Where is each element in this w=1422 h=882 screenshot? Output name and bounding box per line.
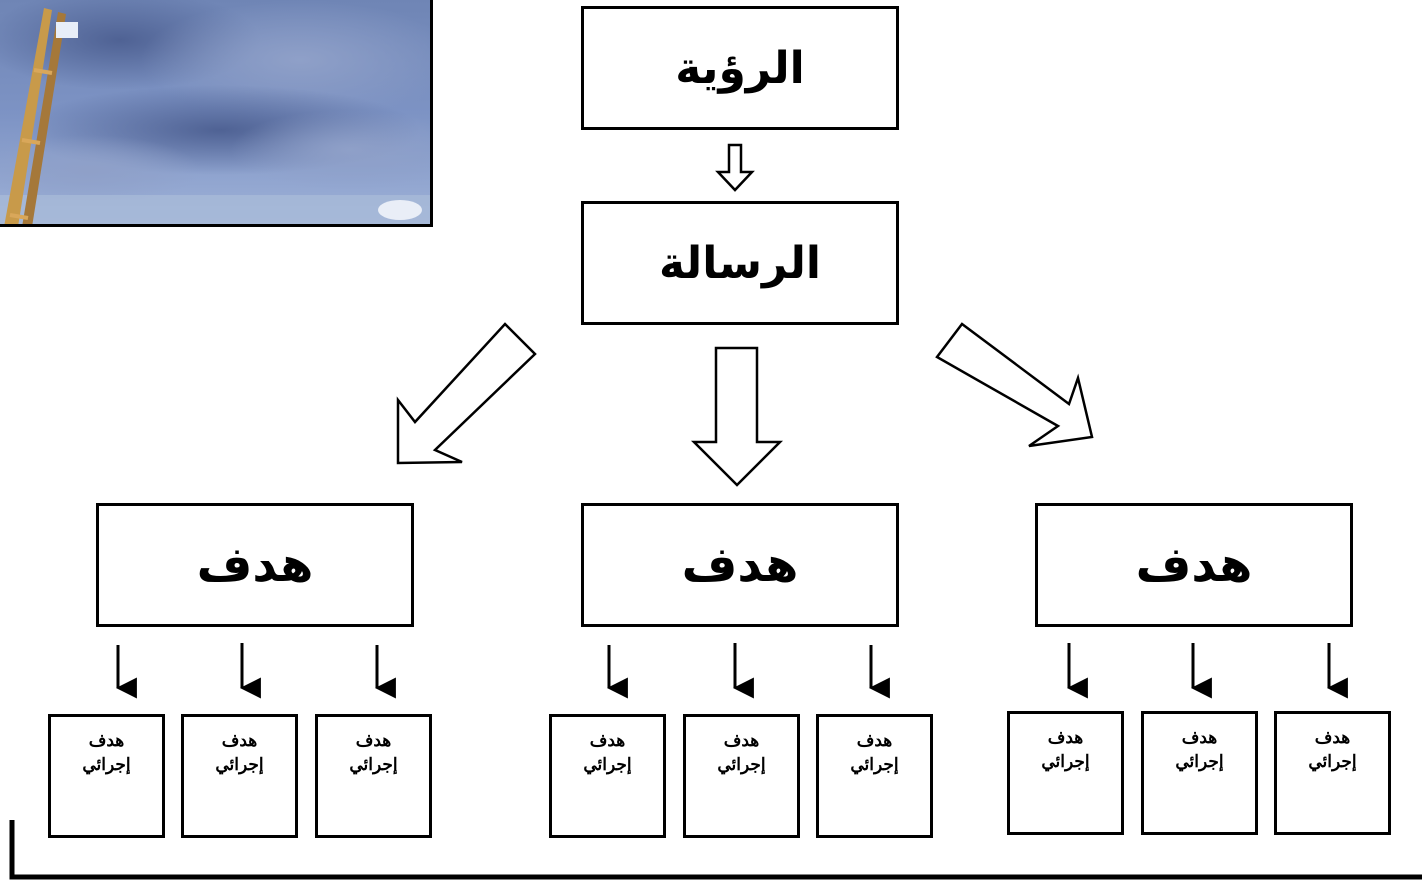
procedural-goal-line2: إجرائي <box>349 755 398 774</box>
bottom-bracket <box>9 820 1422 880</box>
procedural-goal-line1: هدف <box>1181 728 1218 747</box>
procedural-goal-line2: إجرائي <box>583 755 632 774</box>
goal-label: هدف <box>196 537 314 593</box>
procedural-goal-line2: إجرائي <box>215 755 264 774</box>
procedural-goal-line2: إجرائي <box>1041 752 1090 771</box>
goal-box: هدف <box>581 503 899 627</box>
mission-to-left-goal-arrow <box>396 322 537 465</box>
mission-to-center-goal-arrow <box>690 346 784 487</box>
procedural-goal-line2: إجرائي <box>1308 752 1357 771</box>
procedural-goal-line1: هدف <box>589 731 626 750</box>
mission-label: الرسالة <box>659 237 821 289</box>
procedural-goal-box: هدف إجرائي <box>1274 711 1391 835</box>
procedural-goal-box: هدف إجرائي <box>1141 711 1258 835</box>
procedural-goal-line1: هدف <box>1314 728 1351 747</box>
procedural-goal-line1: هدف <box>1047 728 1084 747</box>
procedural-goal-box: هدف إجرائي <box>315 714 432 838</box>
procedural-goal-line1: هدف <box>723 731 760 750</box>
mission-box: الرسالة <box>581 201 899 325</box>
goal-box: هدف <box>1035 503 1353 627</box>
procedural-goal-line1: هدف <box>221 731 258 750</box>
mission-to-right-goal-arrow <box>935 322 1094 448</box>
procedural-goal-line2: إجرائي <box>850 755 899 774</box>
procedural-goal-line2: إجرائي <box>82 755 131 774</box>
sky-ladder-image <box>0 0 430 224</box>
procedural-goal-box: هدف إجرائي <box>48 714 165 838</box>
vision-to-mission-arrow <box>715 143 755 192</box>
sky-ladder-photo <box>0 0 433 227</box>
procedural-goal-line2: إجرائي <box>1175 752 1224 771</box>
procedural-goal-line1: هدف <box>355 731 392 750</box>
procedural-goal-line1: هدف <box>856 731 893 750</box>
goal-box: هدف <box>96 503 414 627</box>
procedural-goal-box: هدف إجرائي <box>549 714 666 838</box>
procedural-goal-line1: هدف <box>88 731 125 750</box>
vision-label: الرؤية <box>675 42 805 94</box>
procedural-goal-box: هدف إجرائي <box>816 714 933 838</box>
goal-label: هدف <box>681 537 799 593</box>
vision-box: الرؤية <box>581 6 899 130</box>
goal-label: هدف <box>1135 537 1253 593</box>
procedural-goal-box: هدف إجرائي <box>1007 711 1124 835</box>
procedural-goal-box: هدف إجرائي <box>181 714 298 838</box>
procedural-goal-box: هدف إجرائي <box>683 714 800 838</box>
procedural-goal-line2: إجرائي <box>717 755 766 774</box>
